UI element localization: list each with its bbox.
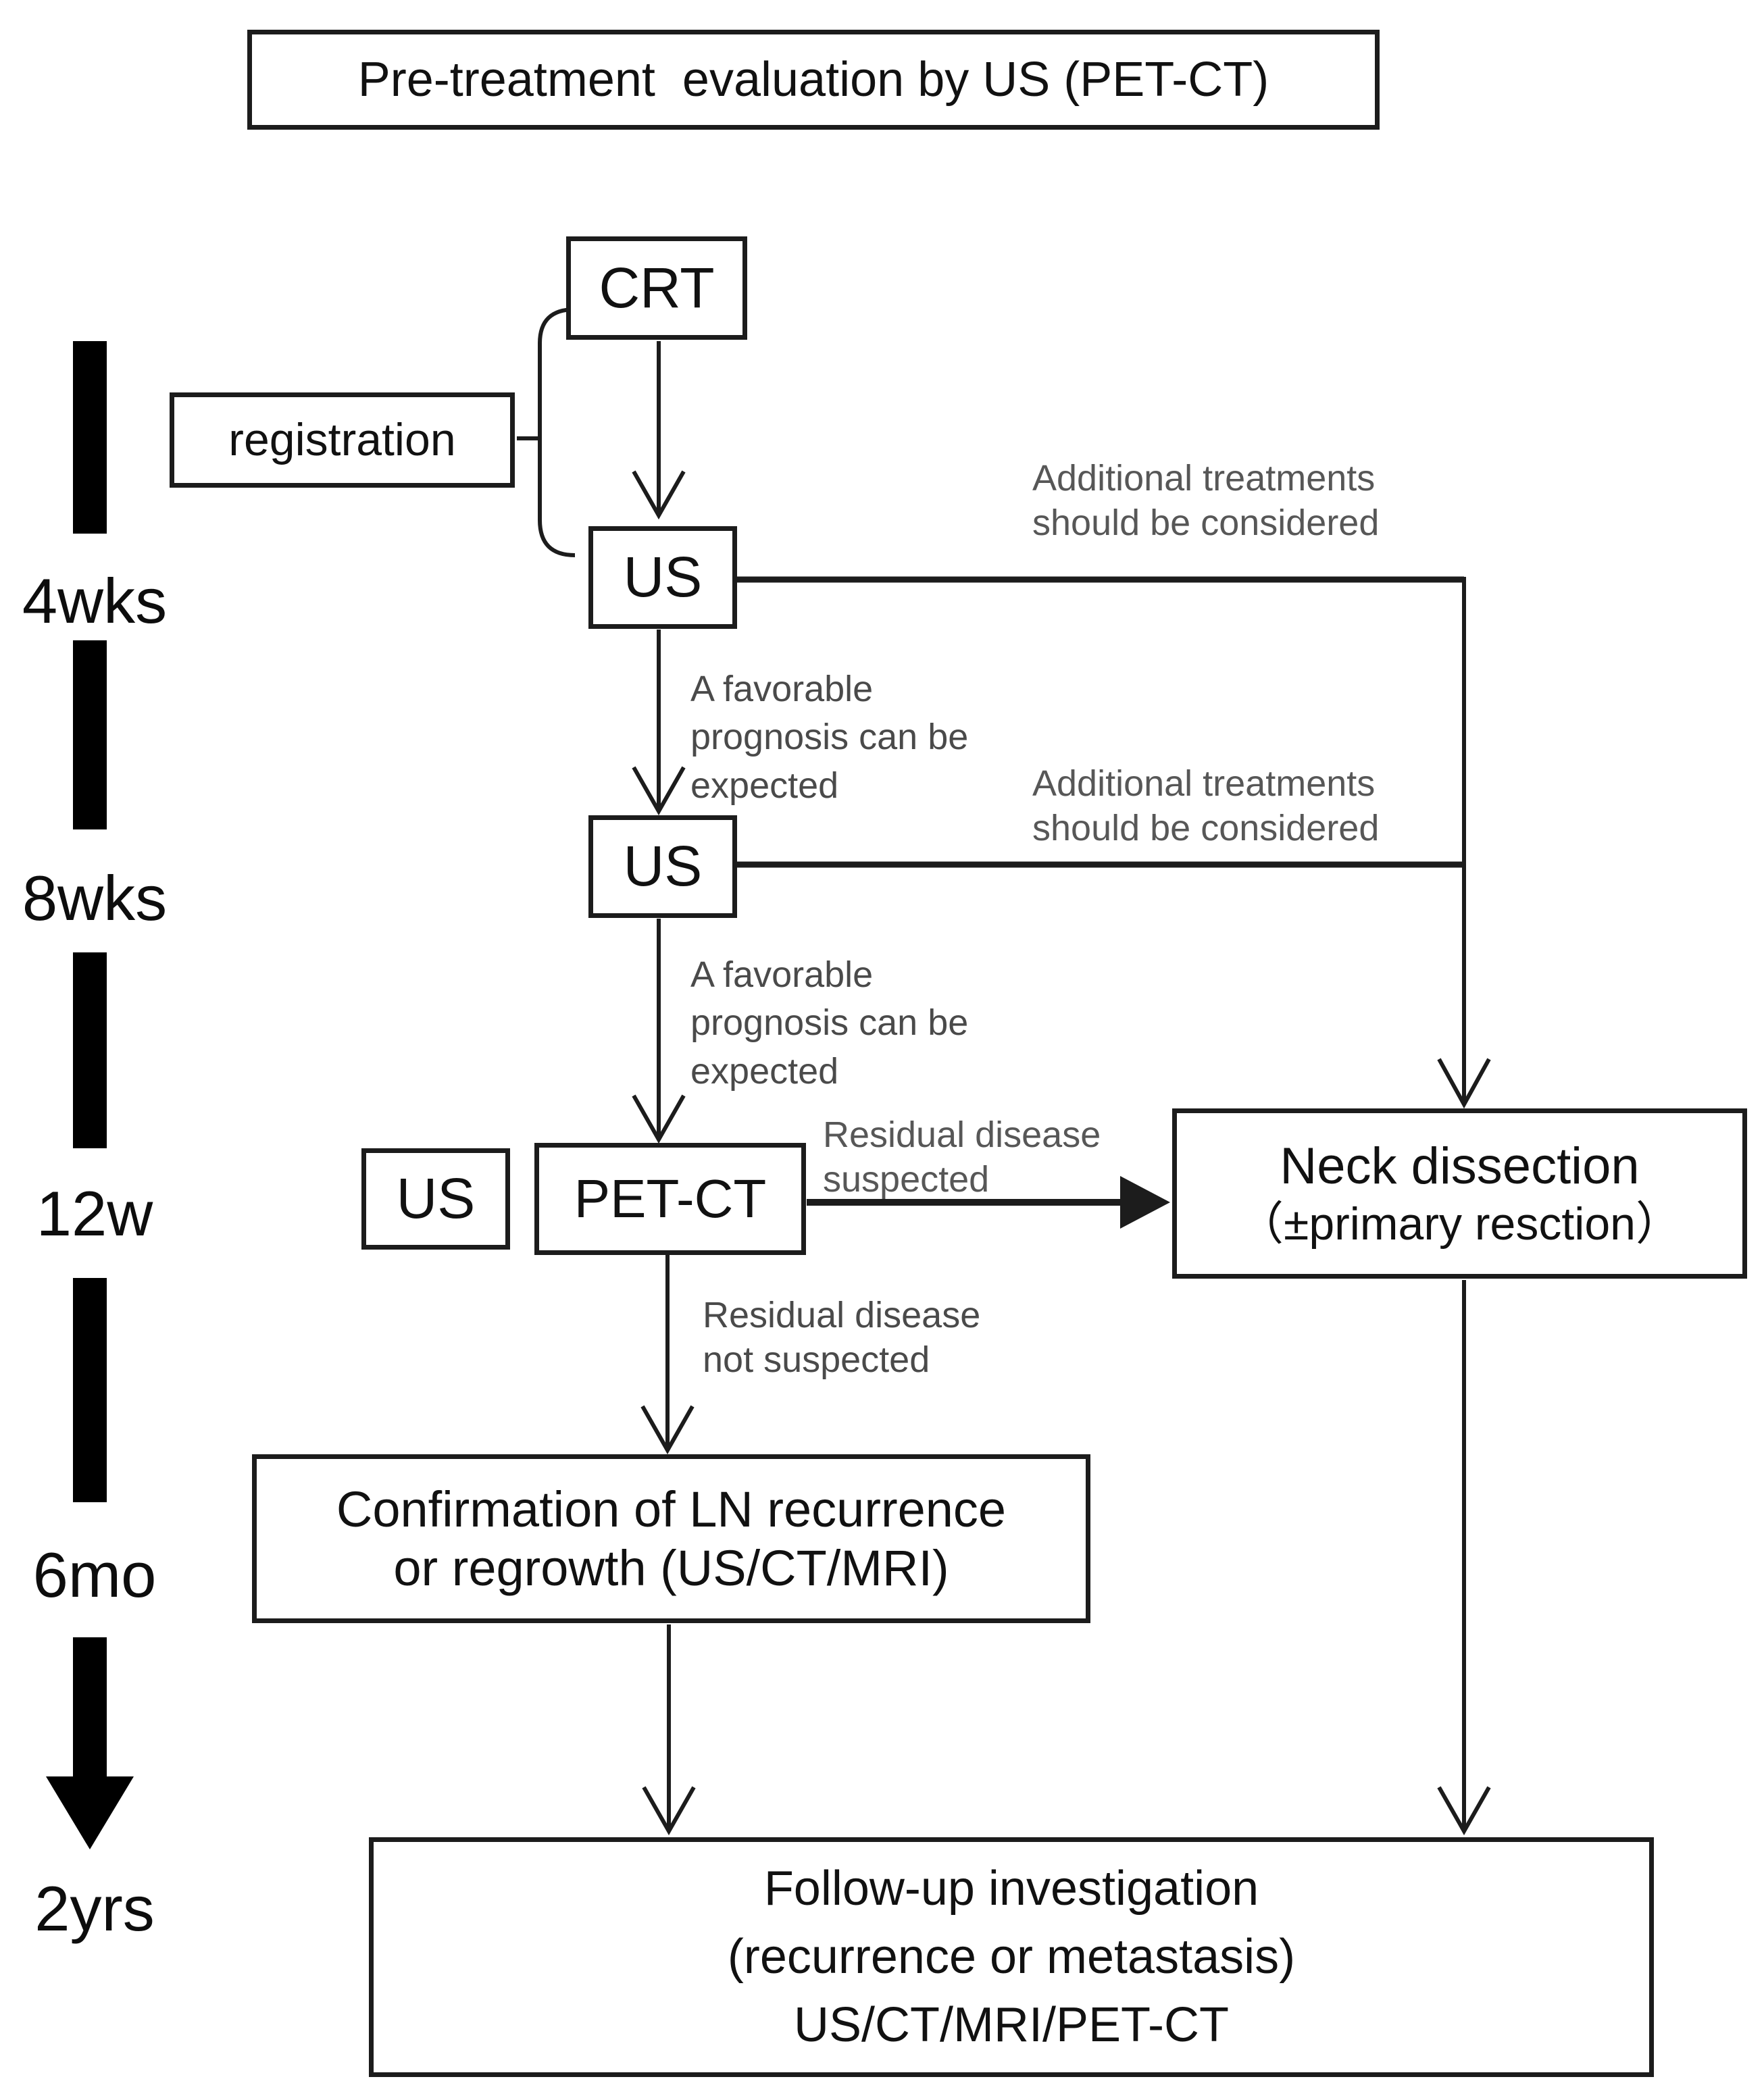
- us-12w-label: US: [396, 1167, 476, 1231]
- us-8wks-box: US: [588, 815, 737, 918]
- arrow-us1-to-us2: [632, 630, 686, 816]
- note-favorable-2-line2: prognosis can be: [690, 1002, 969, 1044]
- note-residual-suspected-line1: Residual disease: [823, 1115, 1101, 1155]
- crt-label: CRT: [599, 255, 715, 319]
- arrow-petct-to-neck-head: [1120, 1176, 1170, 1229]
- confirmation-box: Confirmation of LN recurrence or regrowt…: [252, 1454, 1090, 1623]
- note-additional-1-line2: should be considered: [1032, 502, 1380, 543]
- arrow-spine-to-neck: [1437, 577, 1491, 1109]
- confirmation-line1: Confirmation of LN recurrence: [336, 1481, 1007, 1537]
- arrow-neck-to-followup: [1437, 1280, 1491, 1836]
- note-favorable-1-line1: A favorable: [690, 669, 874, 709]
- crt-box: CRT: [566, 236, 747, 340]
- timeline-arrowhead: [46, 1776, 134, 1849]
- note-additional-treatments-2: Additional treatments should be consider…: [1032, 762, 1379, 851]
- title-text: Pre-treatment evaluation by US (PET-CT): [357, 52, 1269, 107]
- note-favorable-1-line2: prognosis can be: [690, 717, 969, 758]
- pet-ct-box: PET-CT: [534, 1143, 806, 1255]
- us-8wks-label: US: [623, 834, 703, 898]
- timeline-label-2yrs: 2yrs: [34, 1873, 155, 1944]
- note-residual-not-suspected: Residual disease not suspected: [703, 1294, 980, 1383]
- followup-line1: Follow-up investigation: [763, 1862, 1259, 1916]
- note-residual-not-suspected-line1: Residual disease: [703, 1295, 981, 1335]
- note-favorable-2-line3: expected: [690, 1050, 839, 1092]
- followup-box: Follow-up investigation (recurrence or m…: [369, 1837, 1654, 2077]
- registration-bracket: [517, 307, 576, 557]
- note-additional-2-line2: should be considered: [1032, 807, 1380, 848]
- arrow-us2-to-petct: [632, 919, 686, 1144]
- neck-dissection-line2: （±primary resction）: [1238, 1198, 1682, 1250]
- title-box: Pre-treatment evaluation by US (PET-CT): [247, 30, 1380, 130]
- followup-line2: (recurrence or metastasis): [727, 1930, 1296, 1984]
- note-residual-suspected: Residual disease suspected: [823, 1113, 1101, 1202]
- note-favorable-prognosis-2: A favorable prognosis can be expected: [690, 951, 968, 1096]
- timeline-label-6mo: 6mo: [32, 1539, 157, 1610]
- note-favorable-prognosis-1: A favorable prognosis can be expected: [690, 665, 968, 810]
- pet-ct-label: PET-CT: [574, 1168, 767, 1229]
- followup-line3: US/CT/MRI/PET-CT: [794, 1997, 1229, 2052]
- timeline-label-12w: 12w: [36, 1178, 153, 1249]
- arrow-confirmation-to-followup: [642, 1624, 696, 1836]
- registration-label: registration: [228, 414, 456, 466]
- us-4wks-box: US: [588, 526, 737, 629]
- arrow-petct-to-confirmation: [640, 1251, 695, 1455]
- note-additional-2-line1: Additional treatments: [1032, 763, 1376, 804]
- confirmation-line2: or regrowth (US/CT/MRI): [393, 1540, 949, 1596]
- note-residual-not-suspected-line2: not suspected: [703, 1339, 930, 1380]
- note-favorable-1-line3: expected: [690, 765, 839, 806]
- timeline-label-4wks: 4wks: [22, 565, 168, 636]
- note-favorable-2-line1: A favorable: [690, 954, 874, 995]
- registration-box: registration: [170, 392, 515, 488]
- timeline-label-8wks: 8wks: [22, 863, 168, 933]
- us-4wks-label: US: [623, 545, 703, 609]
- us-12w-box: US: [361, 1148, 510, 1250]
- neck-dissection-box: Neck dissection （±primary resction）: [1172, 1108, 1747, 1279]
- note-additional-1-line1: Additional treatments: [1032, 458, 1376, 498]
- neck-dissection-line1: Neck dissection: [1280, 1137, 1640, 1196]
- note-additional-treatments-1: Additional treatments should be consider…: [1032, 457, 1379, 546]
- arrow-crt-to-us1: [632, 341, 686, 520]
- note-residual-suspected-line2: suspected: [823, 1158, 990, 1200]
